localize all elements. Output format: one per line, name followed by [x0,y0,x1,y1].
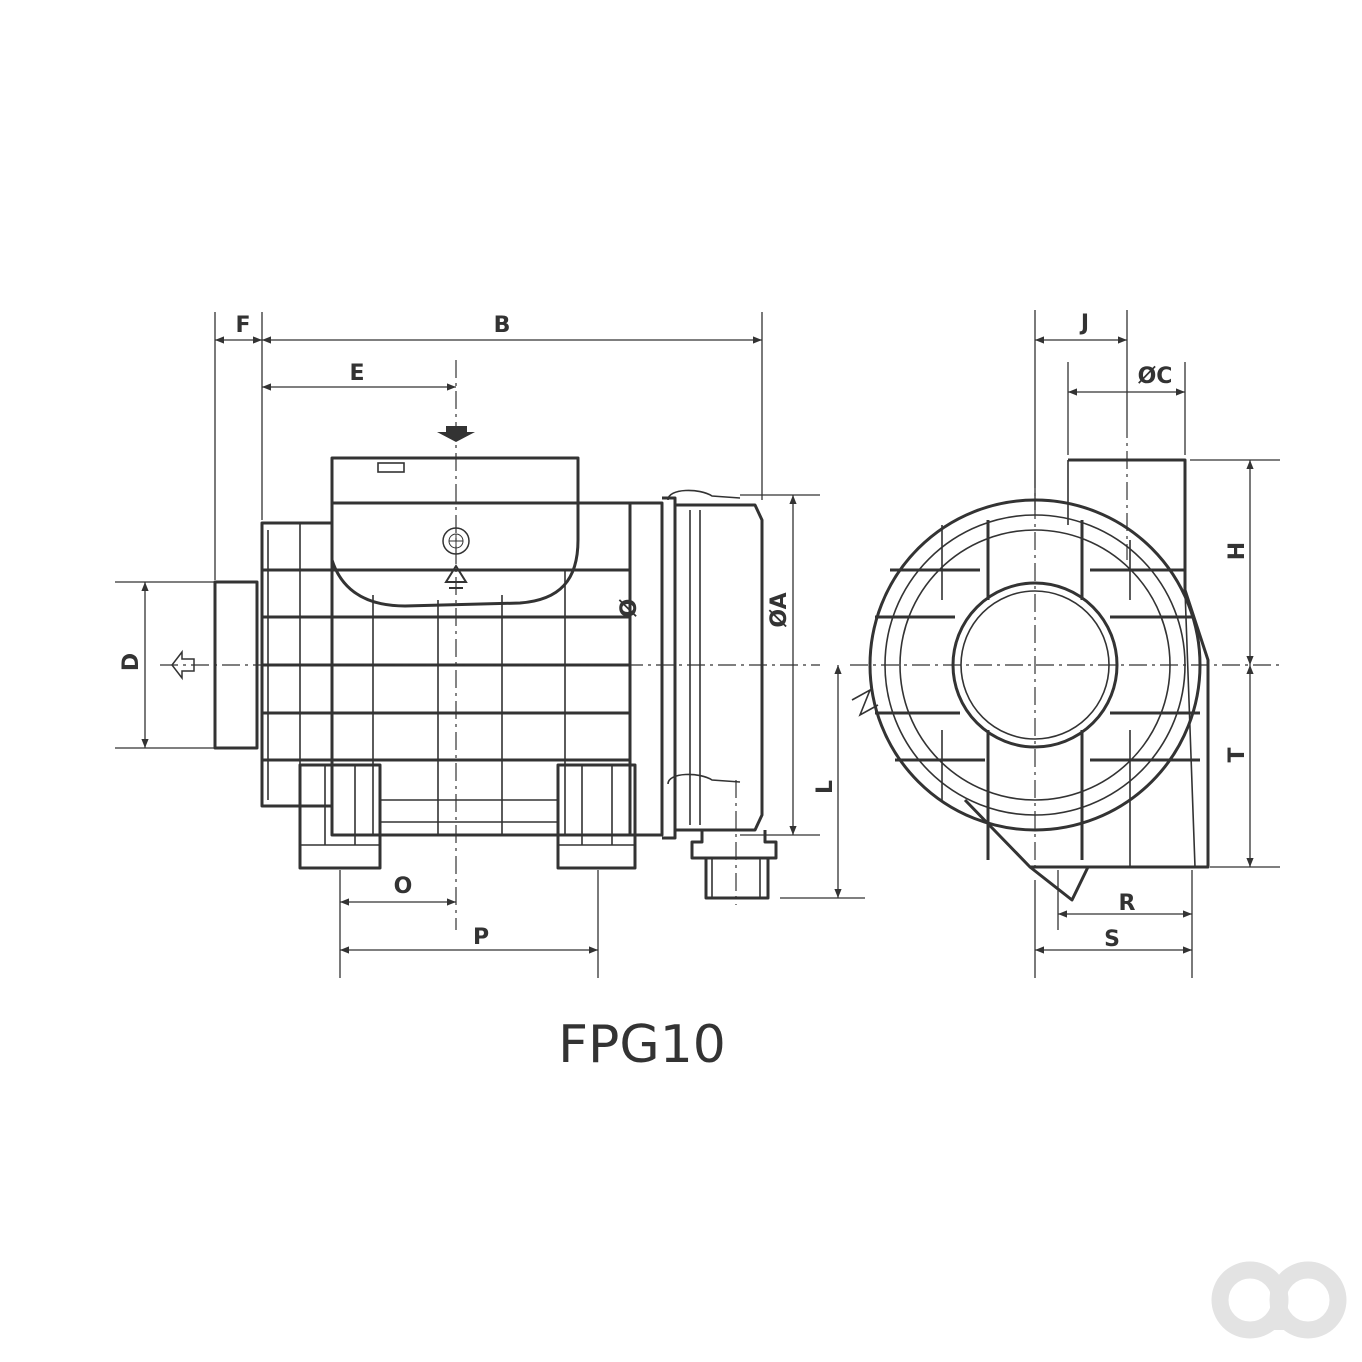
ao-logo [1211,1261,1347,1339]
dim-label-l: L [813,780,838,794]
base-wedge [1029,865,1090,902]
cover [675,503,764,832]
dim-label-j: J [1079,311,1089,336]
model-title: FPG10 [558,1015,726,1075]
inlet-hood [330,456,580,608]
dim-label-phi-c: ØC [1138,364,1173,389]
main-body [330,501,632,837]
dim-label-e: E [349,361,364,386]
mount-foot-left [298,763,382,870]
date-stamp-icon [442,527,470,555]
dim-label-f: F [235,313,250,338]
dim-label-t: T [1225,747,1250,762]
dim-label-p: P [473,925,489,950]
dim-label-o: O [394,874,413,899]
arrow-down-icon [437,426,475,442]
dim-label-r: R [1119,891,1136,916]
dim-label-b: B [494,313,511,338]
dim-label-d: D [119,653,144,671]
recycle-icon [444,564,468,589]
clamp-handle [851,688,879,717]
mount-foot-right [556,763,637,870]
dust-valve [690,830,778,860]
dim-label-phi: Ø [617,598,642,617]
dim-label-s: S [1104,927,1120,952]
hood-slot [377,462,405,473]
side-view: F B E D Ø ØA L O P [115,312,865,978]
front-view: J ØC H T R S [850,310,1280,978]
cover-clips [667,489,741,785]
dim-label-h: H [1225,542,1250,560]
dim-label-phi-a: ØA [767,592,792,627]
arrow-left-icon [171,649,195,681]
clamp-ring [630,501,664,837]
